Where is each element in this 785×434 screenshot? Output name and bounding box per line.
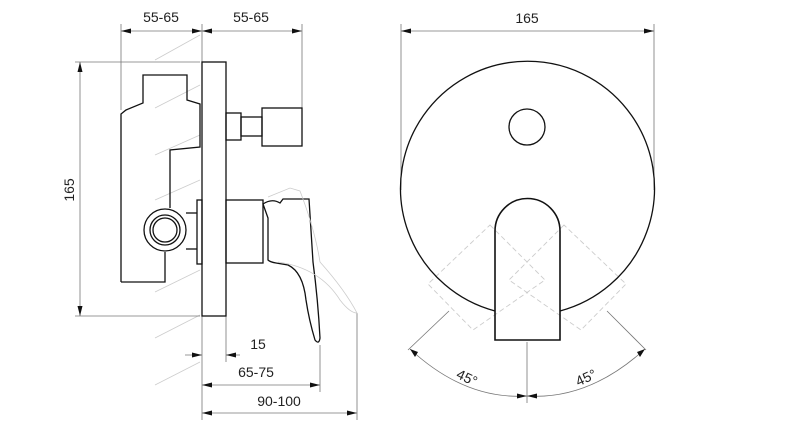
mixer-lever[interactable] (262, 198, 321, 343)
dim-total-label: 90-100 (257, 393, 301, 409)
angle-left-label: 45° (454, 366, 480, 389)
dim-lever: 65-75 (202, 364, 320, 388)
mixer-lever-front[interactable] (494, 197, 561, 341)
cover-plate (201, 61, 227, 317)
dim-plate-label: 15 (250, 336, 266, 352)
valve-body (120, 74, 201, 283)
outlet-bore (152, 217, 178, 243)
dim-depth-front-label: 55-65 (233, 9, 269, 25)
front-view: 165 45° 45° (399, 10, 656, 403)
dim-depth-front: 55-65 (202, 9, 302, 34)
dim-diameter-label: 165 (515, 10, 539, 26)
dim-height-label: 165 (61, 178, 77, 202)
construction-lines (154, 34, 201, 386)
lever-hub (225, 199, 264, 264)
dim-depth-rear: 55-65 (121, 9, 202, 34)
dim-lever-label: 65-75 (238, 364, 274, 380)
diverter-base (225, 112, 242, 141)
dim-height: 165 (61, 62, 83, 316)
angle-right-label: 45° (573, 366, 599, 389)
outlet-inner (149, 214, 181, 246)
dim-depth-rear-label: 55-65 (143, 9, 179, 25)
side-view: 55-65 55-65 165 15 65-75 (61, 9, 358, 420)
diverter-knob[interactable] (261, 107, 303, 147)
cover-plate-round (399, 60, 656, 312)
dim-plate: 15 (192, 336, 266, 358)
lever-ghost-positions (427, 224, 627, 331)
dim-diameter: 165 (401, 10, 654, 34)
valve-stem (196, 199, 203, 265)
diverter-knob-front[interactable] (508, 108, 546, 146)
dim-total: 90-100 (202, 393, 357, 416)
diverter-shaft (240, 116, 263, 137)
outlet-ring (143, 208, 187, 252)
angle-arc (409, 348, 646, 397)
lever-ghost-position (267, 187, 358, 314)
